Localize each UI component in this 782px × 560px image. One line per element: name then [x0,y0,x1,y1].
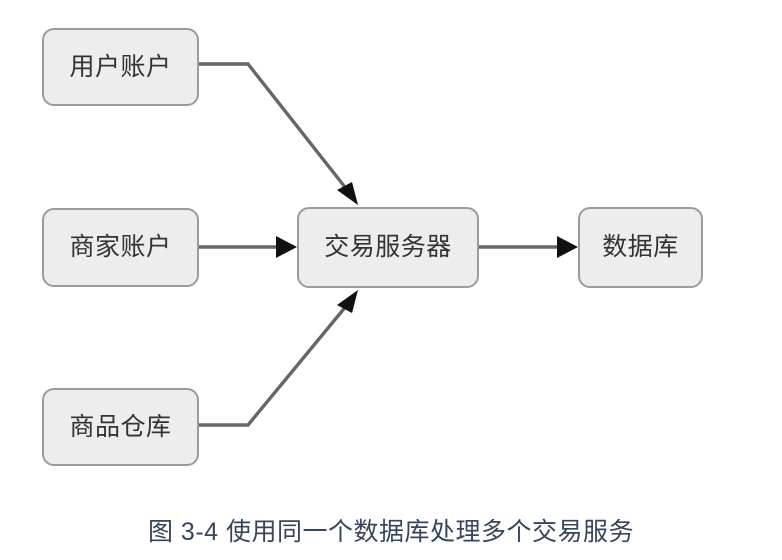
node-merchant-account[interactable]: 商家账户 [42,208,199,287]
node-goods-warehouse[interactable]: 商品仓库 [42,388,199,466]
edge-merchant-to-server-arrowhead [276,236,297,258]
node-transaction-server-label: 交易服务器 [324,233,452,261]
node-goods-warehouse-label: 商品仓库 [69,412,172,441]
edge-merchant-to-server [199,236,297,258]
node-user-account-label: 用户账户 [69,52,172,81]
node-transaction-server[interactable]: 交易服务器 [297,207,479,288]
node-merchant-account-label: 商家账户 [69,233,172,261]
edge-user-to-server [199,62,358,205]
edge-server-to-database-arrowhead [557,236,578,258]
edge-user-to-server-arrowhead [337,182,358,205]
edge-server-to-database [479,236,578,258]
edge-warehouse-to-server-arrowhead [337,290,358,313]
edge-user-to-server-line [199,62,354,198]
edge-warehouse-to-server [199,290,358,427]
node-database[interactable]: 数据库 [578,207,703,288]
diagram-canvas [199,62,578,427]
node-user-account[interactable]: 用户账户 [42,28,199,106]
figure-caption: 图 3-4 使用同一个数据库处理多个交易服务 [147,518,635,546]
edge-warehouse-to-server-line [199,297,354,427]
node-database-label: 数据库 [602,233,679,261]
